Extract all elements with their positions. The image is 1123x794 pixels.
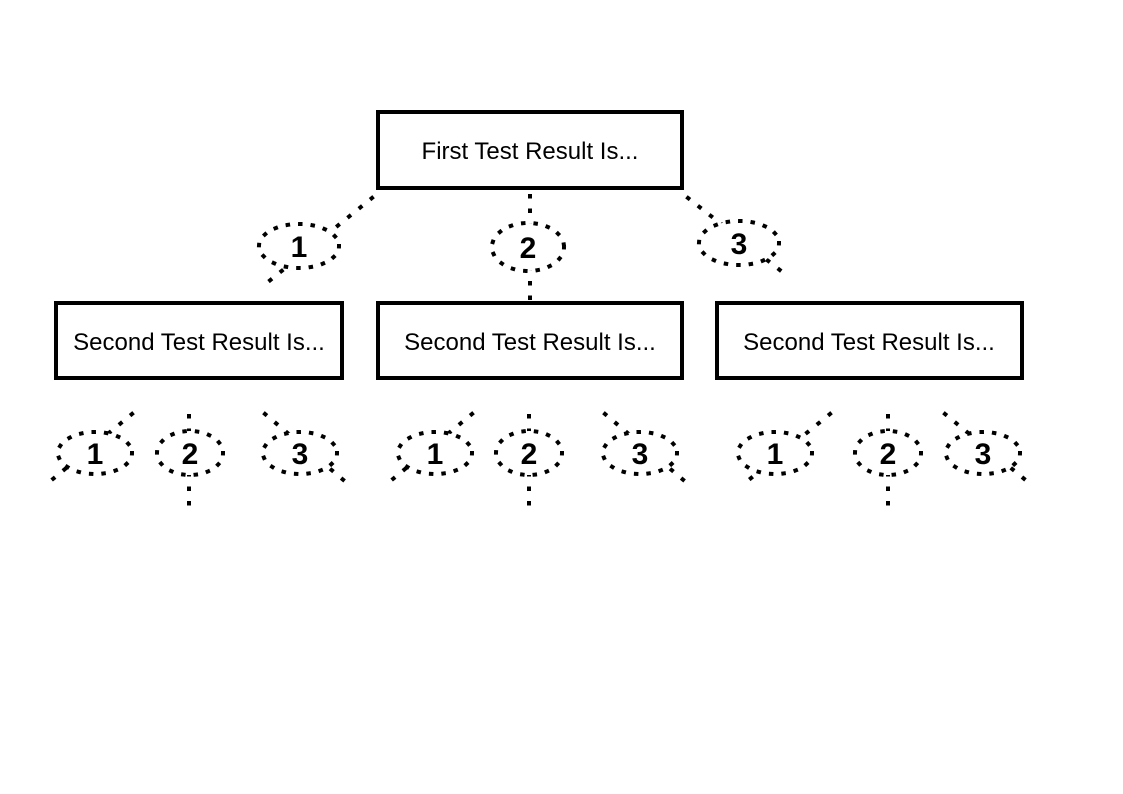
branch-root-2[interactable]: 2 (490, 194, 566, 300)
node-box (376, 110, 684, 190)
branch-child2-2[interactable]: 2 (853, 414, 923, 510)
branch-number: 2 (521, 438, 538, 471)
node-label: First Test Result Is... (422, 138, 639, 165)
branch-child1-1[interactable]: 1 (385, 411, 475, 486)
branch-child0-3[interactable]: 3 (261, 411, 350, 486)
dotted-connector-line (262, 411, 350, 486)
branch-number: 2 (880, 438, 897, 471)
dotted-ellipse-label (494, 429, 564, 477)
branch-number: 1 (291, 231, 308, 264)
dotted-ellipse-label (736, 430, 814, 476)
node-second-test-result-3[interactable]: Second Test Result Is... (715, 301, 1024, 380)
node-second-test-result-1[interactable]: Second Test Result Is... (54, 301, 344, 380)
branch-number: 2 (182, 438, 199, 471)
branch-child1-3[interactable]: 3 (601, 411, 690, 486)
branch-number: 3 (731, 228, 748, 261)
branch-child1-2[interactable]: 2 (494, 414, 564, 510)
branch-child2-1[interactable]: 1 (736, 411, 833, 486)
dotted-ellipse-label (56, 430, 134, 476)
node-box (54, 301, 344, 380)
dotted-ellipse-label (944, 430, 1022, 476)
dotted-connector-line (942, 411, 1031, 485)
dotted-ellipse-label (601, 430, 679, 476)
node-box (715, 301, 1024, 380)
branch-number: 1 (767, 438, 784, 471)
branch-child2-3[interactable]: 3 (942, 411, 1031, 485)
node-label: Second Test Result Is... (404, 329, 656, 356)
branch-number: 1 (87, 438, 104, 471)
dotted-ellipse-label (853, 429, 923, 477)
dotted-ellipse-label (155, 429, 225, 477)
dotted-ellipse-label (396, 430, 474, 476)
node-box (376, 301, 684, 380)
node-first-test-result[interactable]: First Test Result Is... (376, 110, 684, 190)
dotted-ellipse-label (490, 221, 566, 273)
node-second-test-result-2[interactable]: Second Test Result Is... (376, 301, 684, 380)
node-label: Second Test Result Is... (743, 329, 995, 356)
branch-number: 3 (632, 438, 649, 471)
dotted-connector-line (602, 411, 690, 486)
dotted-ellipse-label (257, 222, 341, 270)
branch-number: 2 (520, 232, 537, 265)
branch-root-1[interactable]: 1 (257, 195, 375, 285)
dotted-ellipse-label (697, 219, 781, 267)
branch-number: 1 (427, 438, 444, 471)
branch-child0-1[interactable]: 1 (45, 411, 135, 486)
node-label: Second Test Result Is... (73, 329, 325, 356)
branch-number: 3 (975, 438, 992, 471)
branch-root-3[interactable]: 3 (685, 195, 793, 281)
branch-child0-2[interactable]: 2 (155, 414, 225, 510)
branch-number: 3 (292, 438, 309, 471)
dotted-ellipse-label (261, 430, 339, 476)
